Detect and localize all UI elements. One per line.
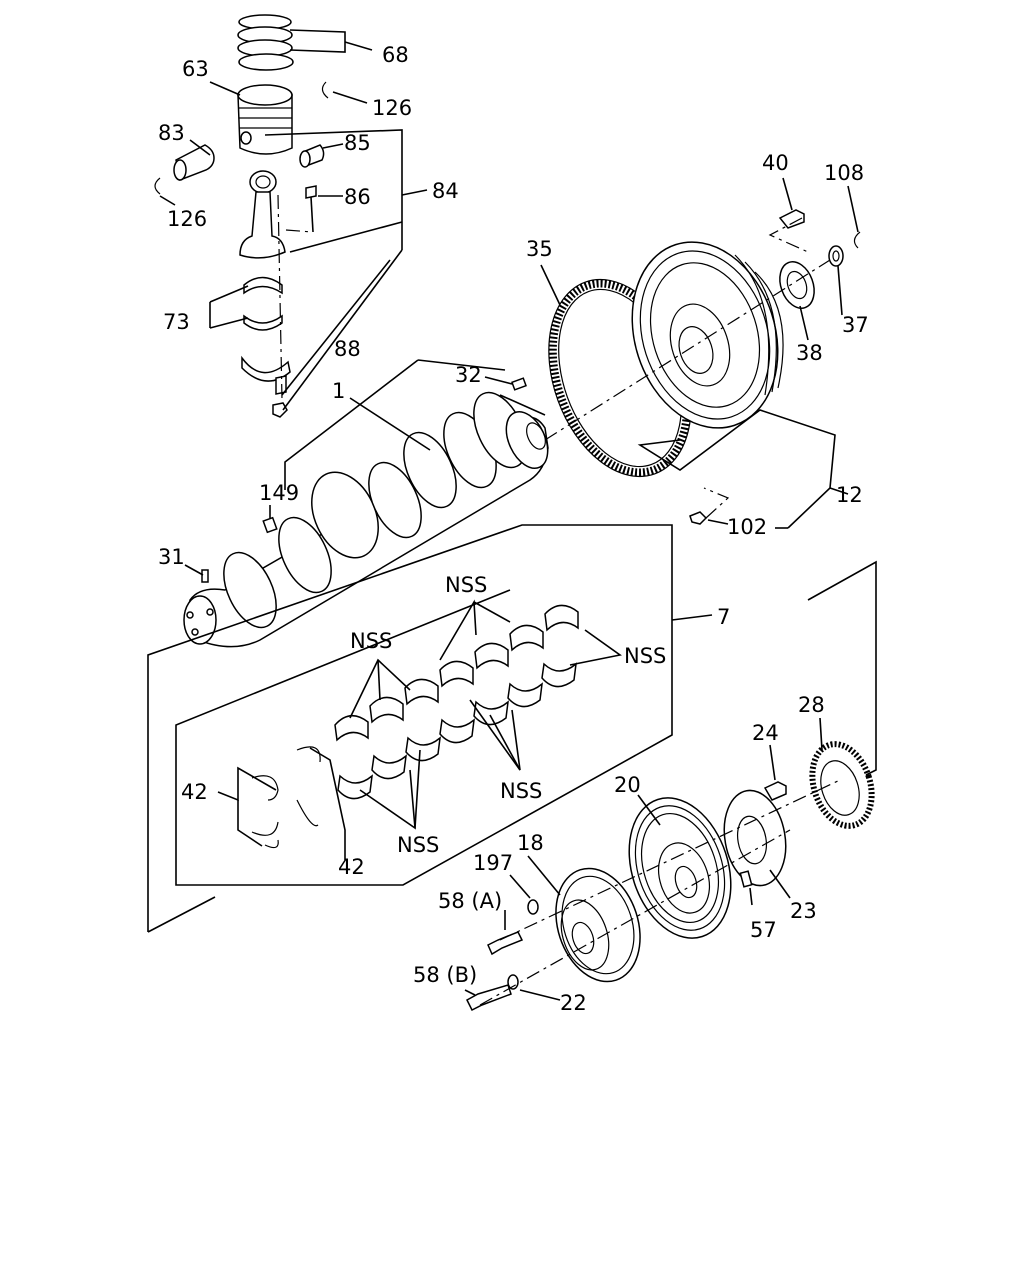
label-102: 102 [727,515,767,539]
label-88: 88 [334,337,361,361]
label-57: 57 [750,918,777,942]
label-126-top: 126 [372,96,412,120]
snap-ring-right [321,81,329,99]
label-68: 68 [382,43,409,67]
label-28: 28 [798,693,825,717]
label-nss-3: NSS [624,644,666,668]
label-197: 197 [473,851,513,875]
flywheel [631,241,784,429]
label-126-left: 126 [167,207,207,231]
crankshaft [183,391,549,648]
piston-pin [173,144,215,182]
label-58a: 58 (A) [438,889,502,913]
conrod-bearing-upper [243,276,283,295]
label-23: 23 [790,899,817,923]
dowel-pin-57 [739,870,753,888]
label-nss-4: NSS [500,779,542,803]
conrod-bearing-lower [243,314,283,331]
label-83: 83 [158,121,185,145]
label-12: 12 [836,483,863,507]
conrod-cap [241,355,291,395]
gear-bolt-24 [763,781,787,801]
crankshaft-plug-32 [511,377,527,391]
pulley-bolt-58b [466,984,512,1012]
label-35: 35 [526,237,553,261]
pulley-plate [723,789,787,887]
crank-pulley [555,867,641,983]
label-24: 24 [752,721,779,745]
flywheel-bolt-102 [689,511,708,525]
label-nss-5: NSS [397,833,439,857]
pulley-bolt-58a [487,931,524,956]
label-108: 108 [824,161,864,185]
label-37: 37 [842,313,869,337]
label-1: 1 [332,379,345,403]
conrod-nut [272,402,288,418]
label-40: 40 [762,151,789,175]
thrust-washer [828,245,844,267]
label-86: 86 [344,185,371,209]
washer-197 [527,899,539,915]
label-31: 31 [158,545,185,569]
label-7: 7 [717,605,730,629]
piston-pin-bushing [299,144,325,168]
label-42-right: 42 [338,855,365,879]
label-20: 20 [614,773,641,797]
label-22: 22 [560,991,587,1015]
connecting-rod [239,170,286,259]
label-63: 63 [182,57,209,81]
thrust-washers [251,746,321,849]
label-85: 85 [344,131,371,155]
crankshaft-plug-149 [262,516,278,534]
label-nss-1: NSS [350,629,392,653]
part-number-labels: 68 63 126 83 85 126 86 84 73 88 40 108 3… [158,43,869,1015]
main-bearings [334,604,579,800]
label-149: 149 [259,481,299,505]
flywheel-bolt-40 [778,209,805,229]
crankshaft-pin-31 [201,569,209,583]
pilot-bearing [779,261,815,309]
damper-pulley [628,797,732,939]
label-18: 18 [517,831,544,855]
label-nss-2: NSS [445,573,487,597]
label-38: 38 [796,341,823,365]
piston [237,84,293,155]
piston-rings [237,14,294,71]
snap-ring-108 [853,231,861,249]
label-32: 32 [455,363,482,387]
label-73: 73 [163,310,190,334]
snap-ring-left [154,177,161,195]
label-84: 84 [432,179,459,203]
label-58b: 58 (B) [413,963,477,987]
label-42-left: 42 [181,780,208,804]
connecting-rod-bolt [305,185,317,233]
crank-gear [809,741,875,829]
